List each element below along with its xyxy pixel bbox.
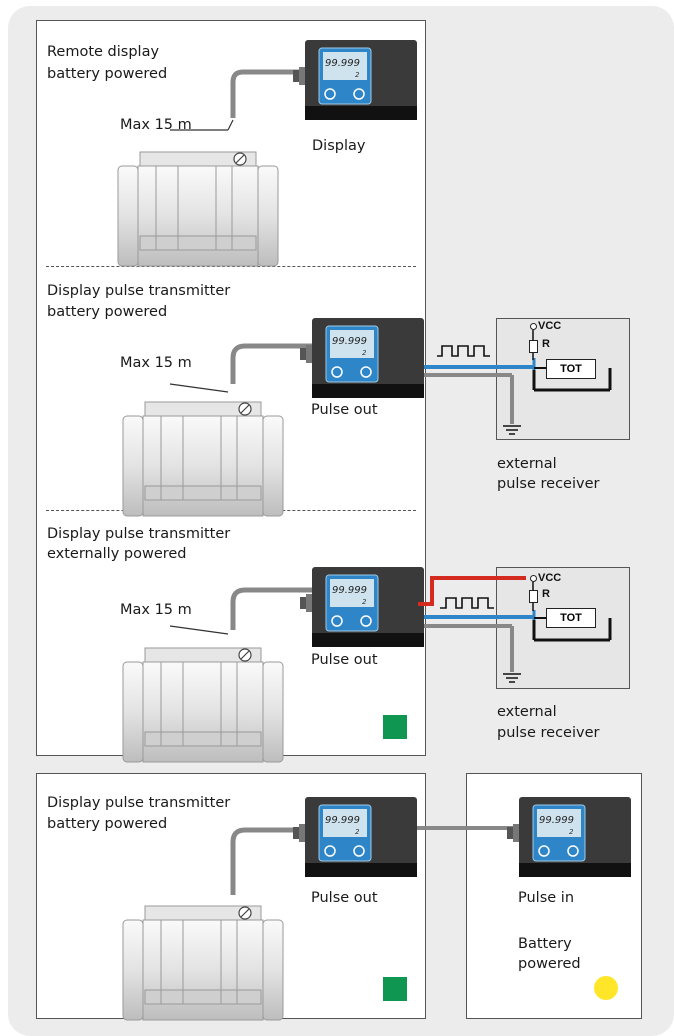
section-title: Display pulse transmitter [47, 283, 231, 299]
section-title: battery powered [47, 66, 168, 82]
cable-length-label: Max 15 m [120, 355, 192, 371]
resistor-label: R [542, 338, 550, 350]
resistor-label: R [542, 588, 550, 600]
section-title: battery powered [47, 304, 168, 320]
section-title: Display pulse transmitter [47, 526, 231, 542]
vcc-terminal-icon [530, 323, 537, 330]
device-label: Pulse out [311, 652, 378, 668]
device-label: Display [312, 138, 366, 154]
receiver-label: pulse receiver [497, 476, 600, 492]
section-title: externally powered [47, 546, 187, 562]
vcc-terminal-icon [530, 575, 537, 582]
receiver-label: external [497, 704, 557, 720]
section-title: Display pulse transmitter [47, 795, 231, 811]
device-label: Pulse out [311, 890, 378, 906]
pulse-in-label: Pulse in [518, 890, 575, 906]
section-title: battery powered [47, 816, 168, 832]
receiver-label: external [497, 456, 557, 472]
cable-length-label: Max 15 m [120, 602, 192, 618]
pulse-receiver-box [496, 318, 630, 440]
yellow-indicator [594, 976, 618, 1000]
green-indicator [383, 715, 407, 739]
pulse-receiver-box [496, 567, 630, 689]
battery-label: powered [518, 956, 581, 972]
section-title: Remote display [47, 44, 160, 60]
tot-counter: TOT [546, 359, 596, 379]
device-label: Pulse out [311, 402, 378, 418]
vcc-label: VCC [538, 572, 562, 584]
green-indicator [383, 977, 407, 1001]
resistor-icon [529, 590, 538, 603]
cable-length-label: Max 15 m [120, 117, 192, 133]
tot-counter: TOT [546, 608, 596, 628]
resistor-icon [529, 340, 538, 353]
receiver-label: pulse receiver [497, 725, 600, 741]
battery-label: Battery [518, 936, 572, 952]
vcc-label: VCC [538, 320, 562, 332]
